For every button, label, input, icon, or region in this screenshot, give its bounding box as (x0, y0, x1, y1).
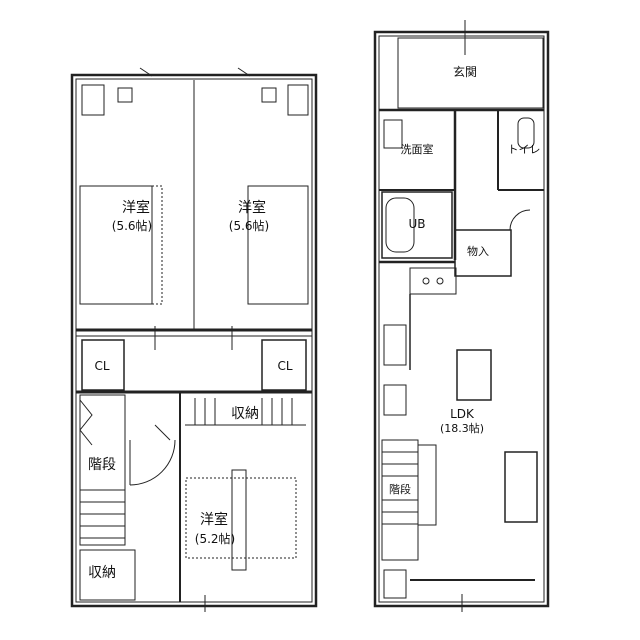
closet-right (261, 339, 307, 391)
bedroom-left-name: 洋室 (122, 200, 150, 216)
sofa (504, 451, 538, 523)
storage-first-floor-label: 物入 (467, 245, 489, 258)
stairs-right-label: 階段 (389, 483, 411, 496)
kitchen-counter (409, 267, 457, 295)
toilet-label: トイレ (507, 143, 541, 156)
stairs-left-label: 階段 (88, 457, 116, 473)
bedroom-left-size: (5.6帖) (111, 219, 153, 233)
storage-bottom-label: 収納 (88, 565, 116, 581)
dining-table (456, 349, 492, 401)
bedroom-bottom-size: (5.2帖) (194, 532, 236, 546)
storage-first-floor (454, 229, 512, 277)
ldk-size: (18.3帖) (439, 422, 485, 435)
closet-left (81, 339, 125, 391)
bedroom-bottom-name: 洋室 (200, 512, 228, 528)
storage-bottom-left (79, 549, 136, 601)
bath-label: UB (408, 217, 426, 231)
second-floor-outline (70, 73, 318, 608)
closet-right-label: CL (277, 359, 293, 373)
closet-left-label: CL (94, 359, 110, 373)
ldk-name: LDK (450, 407, 474, 421)
storage-label: 収納 (231, 406, 259, 422)
entrance (397, 37, 544, 109)
stairs-left (79, 394, 126, 546)
bedroom-right-size: (5.6帖) (228, 219, 270, 233)
bedroom-right-name: 洋室 (238, 200, 266, 216)
bath-unit (381, 191, 453, 259)
washroom-label: 洗面室 (400, 143, 434, 156)
entrance-label: 玄関 (452, 65, 478, 79)
